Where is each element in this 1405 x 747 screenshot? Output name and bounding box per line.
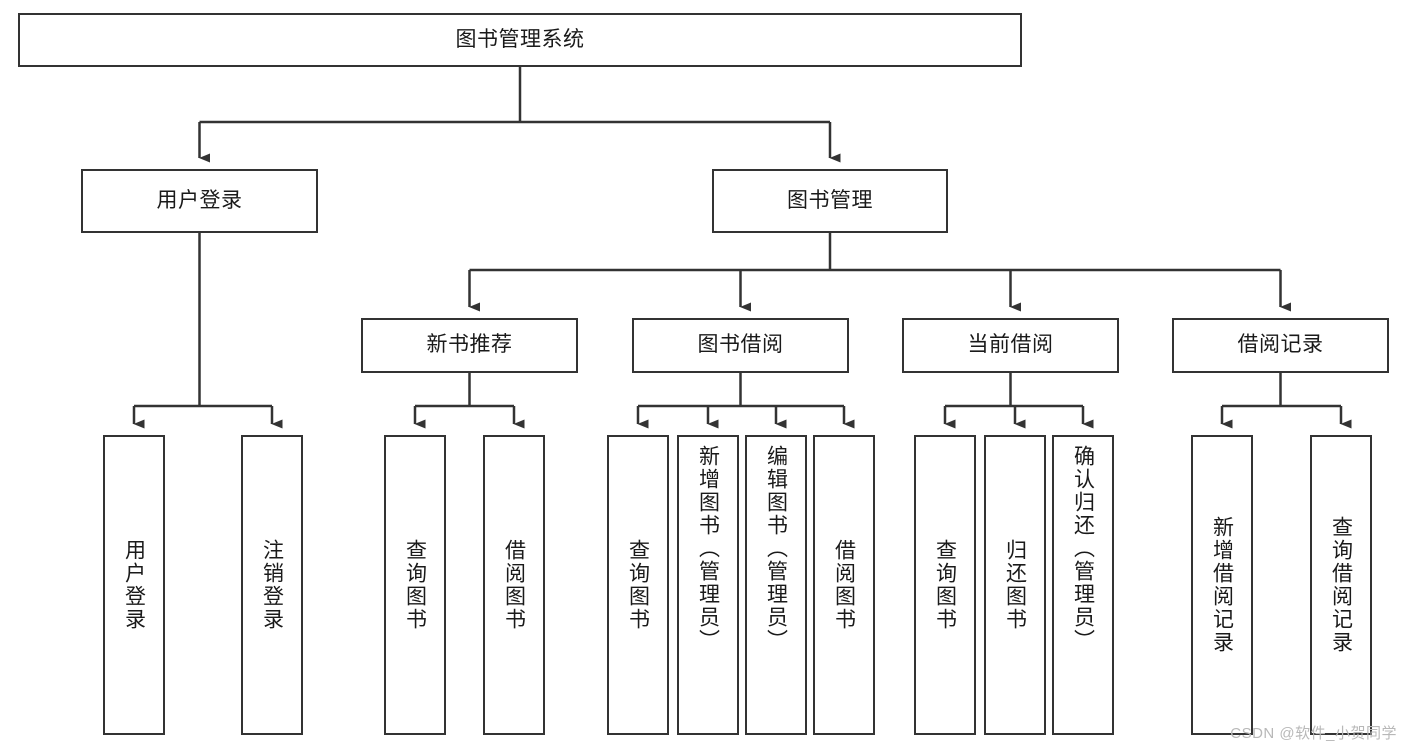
node-leaf-query-book-recommend-label: 查询图书: [403, 539, 427, 631]
node-leaf-edit-book-admin[interactable]: 编辑图书（管理员）: [745, 435, 807, 735]
node-leaf-confirm-return-admin-label: 确认归还（管理员）: [1071, 445, 1095, 652]
node-leaf-return-book-label: 归还图书: [1003, 539, 1027, 631]
node-leaf-add-borrow-record-label: 新增借阅记录: [1210, 516, 1234, 654]
node-book-management-label: 图书管理: [787, 188, 873, 212]
node-leaf-query-book-borrow-label: 查询图书: [626, 539, 650, 631]
node-leaf-add-book-admin-label: 新增图书（管理员）: [696, 445, 720, 652]
node-leaf-add-borrow-record[interactable]: 新增借阅记录: [1191, 435, 1253, 735]
node-leaf-user-logout-label: 注销登录: [260, 539, 284, 631]
node-leaf-query-book-current[interactable]: 查询图书: [914, 435, 976, 735]
node-leaf-query-borrow-record-label: 查询借阅记录: [1329, 516, 1353, 654]
node-leaf-borrow-book-recommend-label: 借阅图书: [502, 539, 526, 631]
node-leaf-query-book-recommend[interactable]: 查询图书: [384, 435, 446, 735]
node-leaf-borrow-book-recommend[interactable]: 借阅图书: [483, 435, 545, 735]
node-leaf-query-borrow-record[interactable]: 查询借阅记录: [1310, 435, 1372, 735]
node-current-borrow-label: 当前借阅: [967, 333, 1054, 357]
node-book-borrow-label: 图书借阅: [697, 333, 784, 357]
node-leaf-borrow-book-borrow-label: 借阅图书: [832, 539, 856, 631]
node-book-borrow[interactable]: 图书借阅: [632, 318, 849, 373]
node-root[interactable]: 图书管理系统: [18, 13, 1022, 67]
node-leaf-user-login[interactable]: 用户登录: [103, 435, 165, 735]
node-borrow-record[interactable]: 借阅记录: [1172, 318, 1389, 373]
node-leaf-add-book-admin[interactable]: 新增图书（管理员）: [677, 435, 739, 735]
node-user-login[interactable]: 用户登录: [81, 169, 318, 233]
node-leaf-query-book-borrow[interactable]: 查询图书: [607, 435, 669, 735]
node-new-book-recommend[interactable]: 新书推荐: [361, 318, 578, 373]
node-leaf-user-login-label: 用户登录: [122, 539, 146, 631]
node-borrow-record-label: 借阅记录: [1237, 333, 1324, 357]
node-book-management[interactable]: 图书管理: [712, 169, 948, 233]
node-new-book-recommend-label: 新书推荐: [426, 333, 513, 357]
node-current-borrow[interactable]: 当前借阅: [902, 318, 1119, 373]
node-root-label: 图书管理系统: [455, 27, 585, 51]
node-user-login-label: 用户登录: [156, 188, 243, 212]
node-leaf-return-book[interactable]: 归还图书: [984, 435, 1046, 735]
node-leaf-user-logout[interactable]: 注销登录: [241, 435, 303, 735]
node-leaf-borrow-book-borrow[interactable]: 借阅图书: [813, 435, 875, 735]
node-leaf-query-book-current-label: 查询图书: [933, 539, 957, 631]
node-leaf-edit-book-admin-label: 编辑图书（管理员）: [764, 445, 788, 652]
csdn-watermark: CSDN @软件_小贺同学: [1230, 725, 1397, 742]
node-leaf-confirm-return-admin[interactable]: 确认归还（管理员）: [1052, 435, 1114, 735]
